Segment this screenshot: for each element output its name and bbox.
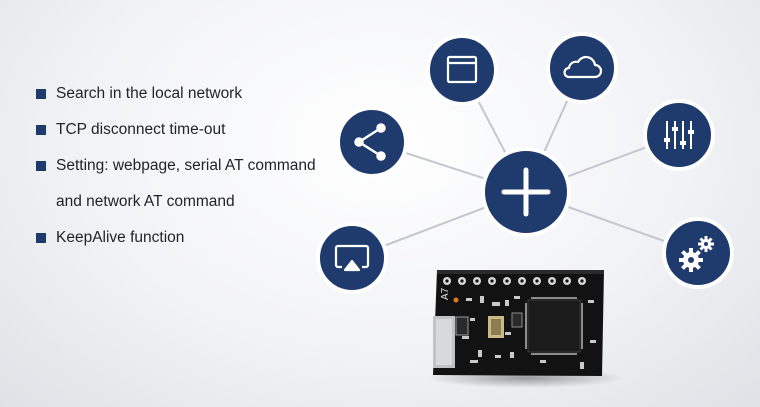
equalizer-sliders-icon xyxy=(664,121,694,149)
browser-window-icon xyxy=(446,55,478,84)
cloud-icon xyxy=(563,55,603,79)
feature-text: and network AT command xyxy=(56,193,235,210)
feature-item: Search in the local network xyxy=(36,83,316,119)
feature-text: TCP disconnect time-out xyxy=(56,121,226,138)
bullet-square xyxy=(36,233,46,243)
bullet-square xyxy=(36,89,46,99)
hub-node xyxy=(481,147,571,237)
small-chip xyxy=(455,316,469,336)
feature-item: KeepAlive function xyxy=(36,227,316,263)
bullet-square xyxy=(36,125,46,135)
cloud-node xyxy=(546,32,618,104)
wifi-module-board: A7 xyxy=(433,270,604,376)
share-node xyxy=(336,106,408,178)
cast-node xyxy=(316,222,388,294)
status-led xyxy=(453,297,459,303)
feature-text: Search in the local network xyxy=(56,85,243,102)
share-icon xyxy=(354,123,386,161)
board-silkscreen-label: A7 xyxy=(440,287,451,300)
feature-list: Search in the local network TCP disconne… xyxy=(36,83,316,263)
sliders-node xyxy=(643,99,715,171)
cast-screen-icon xyxy=(334,244,370,272)
gears-node xyxy=(662,217,734,289)
browser-node xyxy=(426,34,498,106)
feature-text: KeepAlive function xyxy=(56,229,185,246)
passive-components xyxy=(462,296,596,369)
bullet-square xyxy=(36,161,46,171)
feature-item: TCP disconnect time-out xyxy=(36,119,316,155)
gears-icon xyxy=(679,236,714,272)
feature-item-continued: and network AT command xyxy=(36,191,316,227)
plus-icon xyxy=(501,167,551,217)
feature-text: Setting: webpage, serial AT command xyxy=(56,157,316,174)
feature-item: Setting: webpage, serial AT command xyxy=(36,155,316,191)
main-chip xyxy=(527,299,581,353)
